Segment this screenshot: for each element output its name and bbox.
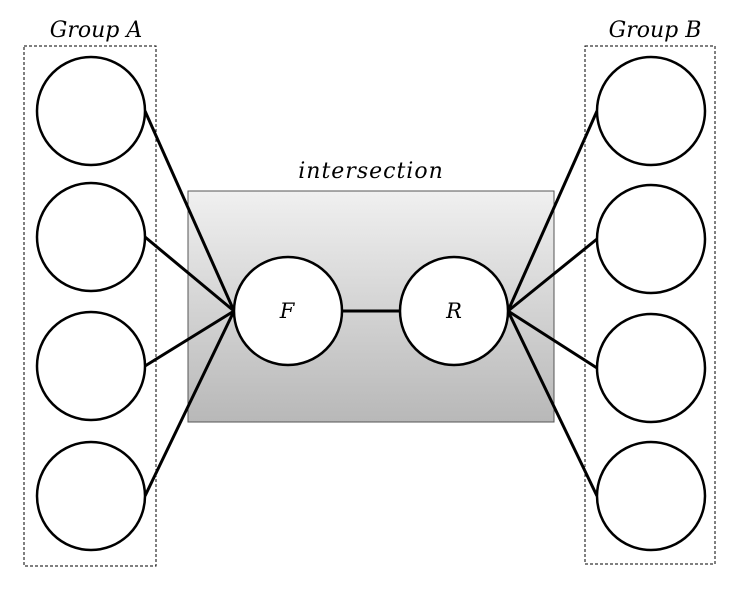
group-a-node-4 bbox=[35, 440, 147, 552]
group-b-nodes bbox=[595, 55, 707, 552]
group-a-label: Group A bbox=[50, 18, 142, 43]
group-b-node-1 bbox=[595, 55, 707, 167]
node-f bbox=[232, 255, 344, 367]
edge-a1-f bbox=[143, 110, 236, 312]
edge-a2-f bbox=[144, 235, 235, 313]
edge-r-b2 bbox=[507, 237, 598, 313]
group-b-node-3 bbox=[595, 312, 707, 424]
group-b-box bbox=[584, 45, 716, 565]
edges-layer bbox=[143, 110, 599, 497]
edge-a4-f bbox=[143, 310, 236, 497]
node-r-label: R bbox=[445, 299, 462, 323]
node-f-label: F bbox=[279, 299, 296, 323]
group-a-node-3 bbox=[35, 310, 147, 422]
edge-r-b3 bbox=[507, 309, 598, 370]
edge-r-b1 bbox=[506, 110, 599, 312]
group-a-nodes bbox=[35, 55, 147, 552]
edge-r-b4 bbox=[506, 310, 599, 497]
group-a-node-1 bbox=[35, 55, 147, 167]
group-a-box bbox=[23, 45, 157, 567]
group-b-node-2 bbox=[595, 183, 707, 295]
group-b-label: Group B bbox=[609, 18, 702, 43]
node-r bbox=[398, 255, 510, 367]
intersection-label: intersection bbox=[298, 159, 444, 184]
edge-a3-f bbox=[144, 309, 235, 368]
group-b-node-4 bbox=[595, 440, 707, 552]
group-a-node-2 bbox=[35, 181, 147, 293]
